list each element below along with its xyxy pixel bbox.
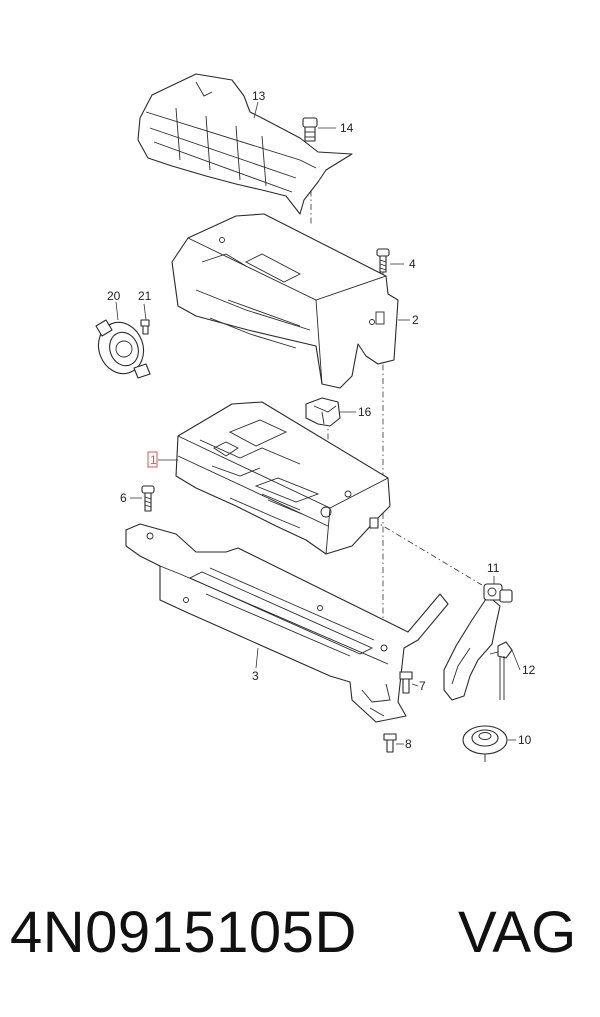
part-12-cable-tie[interactable] — [489, 641, 513, 700]
part-6-screw[interactable] — [141, 485, 155, 512]
callout-4: 4 — [409, 257, 416, 271]
callout-12: 12 — [522, 663, 536, 677]
callout-10: 10 — [518, 733, 532, 747]
part-13-cover[interactable] — [137, 73, 353, 215]
assembly-axis-lines — [310, 150, 483, 640]
part-1-control-unit[interactable] — [175, 401, 391, 555]
part-2-housing[interactable] — [171, 213, 399, 389]
callout-6: 6 — [120, 491, 127, 505]
part-21-screw[interactable] — [140, 319, 150, 335]
callout-14: 14 — [340, 121, 354, 135]
part-11-hose[interactable] — [443, 583, 513, 701]
callout-2: 2 — [412, 313, 419, 327]
callout-3: 3 — [252, 669, 259, 683]
part-number-text: 4N0915105D — [10, 900, 357, 965]
leader-lines — [115, 101, 521, 745]
callout-21: 21 — [138, 289, 152, 303]
callout-16: 16 — [358, 405, 372, 419]
part-8-bolt[interactable] — [383, 733, 397, 753]
callout-11: 11 — [487, 561, 500, 575]
callout-1-highlight-box — [147, 451, 158, 468]
callout-7: 7 — [419, 679, 426, 693]
callout-labels: 13 14 4 2 20 21 16 1 6 3 7 8 11 12 10 — [107, 89, 536, 751]
part-16-cap[interactable] — [305, 397, 341, 427]
part-4-screw[interactable] — [376, 248, 390, 273]
callout-20: 20 — [107, 289, 121, 303]
caption-bar: 4N0915105D VAG — [0, 893, 600, 983]
callout-13: 13 — [252, 89, 266, 103]
parts-exploded-diagram: 13 14 4 2 20 21 16 1 6 3 7 8 11 12 10 — [91, 73, 536, 762]
part-20-connector[interactable] — [91, 316, 151, 380]
callout-8: 8 — [405, 737, 412, 751]
part-14-clip[interactable] — [302, 117, 318, 142]
part-7-bolt[interactable] — [399, 671, 413, 694]
part-3-carrier-plate[interactable] — [125, 523, 449, 723]
part-10-grommet[interactable] — [462, 725, 508, 762]
callout-1: 1 — [150, 453, 157, 467]
brand-text: VAG — [458, 900, 577, 965]
